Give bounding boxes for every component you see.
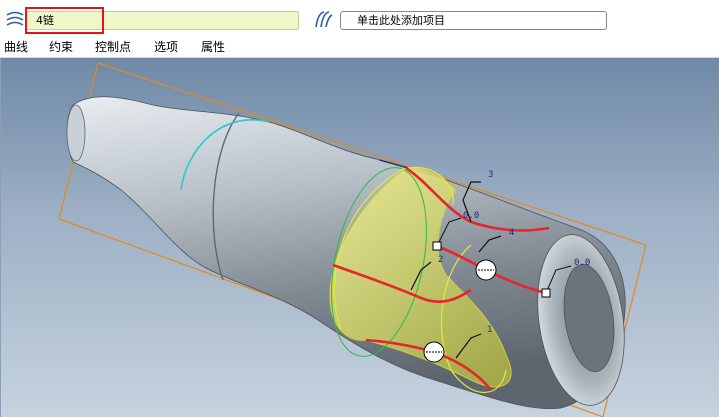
chain-label-4[interactable]: 4 [509,228,515,238]
chain-label-2[interactable]: 2 [438,255,444,265]
chain-highlight-box [25,7,104,34]
chain-label-1[interactable]: 1 [487,325,493,335]
blend-rim [331,167,427,357]
constraint-value-b[interactable]: 0.0 [574,258,591,268]
rear-rim [440,244,507,394]
tab-options[interactable]: 选项 [154,40,179,54]
cap-opening [563,264,615,372]
cyan-curve [180,119,270,191]
chain-label-3[interactable]: 3 [488,170,494,180]
neck-ring [66,104,86,162]
tab-bar: 曲线 约束 控制点 选项 属性 [0,36,719,58]
tab-control-points[interactable]: 控制点 [95,40,132,54]
model-canvas[interactable] [1,58,719,417]
tab-constraints[interactable]: 约束 [49,40,74,54]
second-direction-icon[interactable] [312,9,334,31]
leader-3 [462,181,481,223]
tab-curves[interactable]: 曲线 [4,40,29,54]
dashboard-toolbar: 4链 单击此处添加项目 [0,0,719,36]
add-item-button[interactable]: 单击此处添加项目 [340,11,607,30]
chain-curve-2 [332,263,472,303]
leader-4 [478,235,502,253]
blue-edge [378,159,408,169]
boundary-blend-icon[interactable] [4,9,26,31]
constraint-value-a[interactable]: 0.0 [463,211,480,221]
datum-frame [58,62,647,417]
constraint-handle-b[interactable] [541,288,551,298]
leader-2 [410,261,432,291]
constraint-handle-a[interactable] [432,241,442,251]
chain-collector-field[interactable]: 4链 [25,11,299,30]
tab-properties[interactable]: 属性 [201,40,226,54]
blend-rim-yellow [333,166,454,331]
graphics-viewport[interactable]: 3 2 4 1 0.0 0.0 [0,58,719,417]
leader-1 [455,333,482,359]
leader-value-b [545,265,572,294]
leader-value-a [436,217,462,247]
shoulder-seam [212,112,240,281]
